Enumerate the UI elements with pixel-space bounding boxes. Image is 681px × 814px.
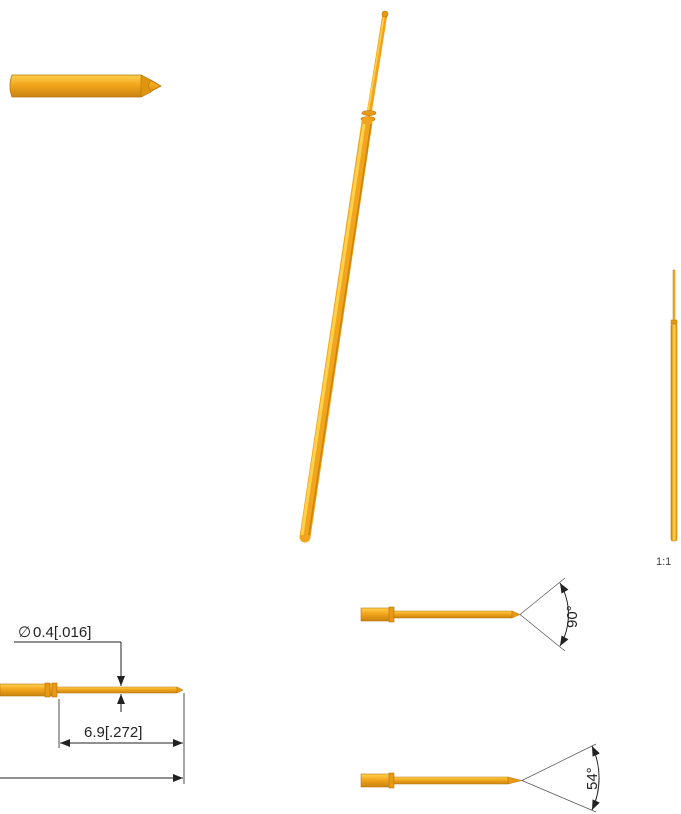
angle90-barrel [360, 607, 392, 622]
tip-closeup-body [9, 74, 162, 98]
angle54-ray-upper [521, 743, 597, 781]
isometric-plunger-highlight [367, 15, 385, 113]
angle54-arc [591, 745, 600, 811]
angle-view-90: 90° [360, 577, 581, 652]
isometric-barrel-shadow [308, 123, 372, 536]
dimensioned-view: ∅ 0.4[.016] 6.9[.272] [0, 624, 185, 784]
angle90-collar [388, 606, 395, 623]
full-length-plunger [672, 269, 676, 323]
angle90-plunger [393, 610, 513, 619]
tip-closeup-facet-line [150, 79, 162, 87]
angle54-barrel [360, 773, 392, 788]
isometric-collar-ring-1 [361, 110, 377, 116]
tip-closeup-view [9, 74, 162, 98]
full-length-view: 1:1 [656, 269, 678, 568]
tip-closeup-bevel [140, 74, 152, 98]
dimensioned-collar-2 [51, 682, 58, 698]
angle54-plunger [393, 776, 509, 785]
angle90-tip [511, 610, 521, 619]
angle54-collar [388, 772, 395, 789]
angle54-label: 54° [584, 767, 601, 790]
angle54-ray-lower [521, 780, 597, 813]
length-label: 6.9[.272] [84, 724, 142, 741]
isometric-barrel-highlight [300, 123, 366, 536]
full-length-collar [670, 319, 678, 325]
dimensioned-plunger [56, 686, 178, 694]
isometric-plunger [366, 11, 388, 117]
diameter-label: 0.4[.016] [33, 624, 91, 641]
diameter-symbol: ∅ [18, 624, 31, 641]
angle-view-54: 54° [360, 743, 601, 813]
isometric-view [299, 10, 389, 543]
dimensioned-collar [44, 682, 51, 698]
scale-label: 1:1 [656, 556, 671, 568]
angle90-ray-lower [519, 614, 566, 652]
dimensioned-plunger-tip [176, 686, 184, 694]
angle90-label: 90° [564, 605, 581, 628]
full-length-barrel [670, 323, 678, 542]
angle54-tip [507, 776, 523, 785]
isometric-tip [381, 10, 389, 18]
isometric-barrel [299, 116, 373, 543]
angle90-ray-upper [519, 577, 566, 615]
angle90-arc [559, 582, 569, 647]
